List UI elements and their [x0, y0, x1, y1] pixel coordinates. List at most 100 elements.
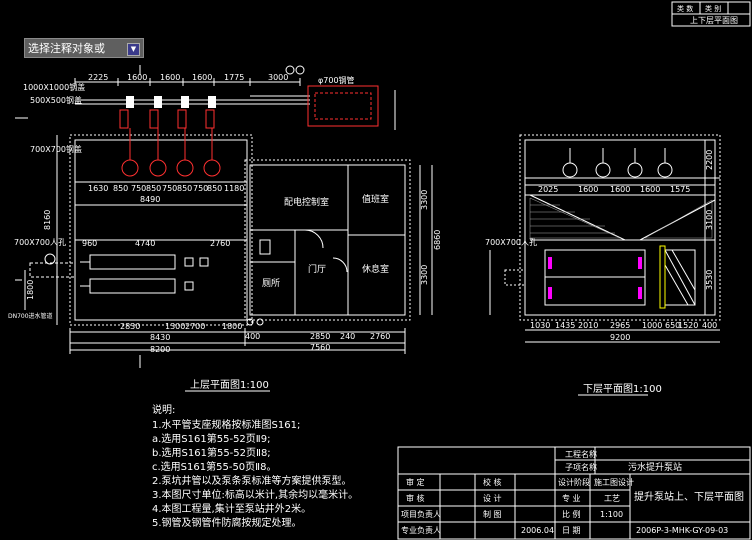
dim-mid-8: 850	[207, 184, 222, 193]
lower-dim-bot-4: 2965	[610, 321, 630, 330]
dim-bot-1300: 1300	[165, 322, 185, 331]
dim-top-4: 1600	[192, 73, 212, 82]
tb-project-label: 工程名称	[565, 449, 597, 459]
lower-dim-bot-7: 1520	[678, 321, 698, 330]
tb-r4c1: 专业负责人	[401, 525, 441, 535]
dim-mid-5: 750	[162, 184, 177, 193]
title-block-grid	[397, 446, 751, 540]
note-line-6: 3.本图尺寸单位:标高以米计,其余均以毫米计。	[152, 488, 358, 501]
dim-8490: 8490	[140, 195, 160, 204]
top-stamp	[671, 1, 751, 27]
stamp-cell-2: 类 别	[705, 4, 721, 13]
label-700x700-cover: 700X700钢盖	[30, 144, 82, 154]
stamp-cell-3: 上下层平面图	[690, 16, 738, 25]
note-line-8: 5.钢管及钢管件防腐按规定处理。	[152, 516, 302, 529]
lower-dim-total: 9200	[610, 333, 630, 342]
dim-left-4740: 4740	[135, 239, 155, 248]
lower-yellow-accents	[659, 245, 666, 309]
label-1000x1000: 1000X1000钢盖	[23, 82, 85, 92]
tb-r3c3: 比 例	[562, 509, 581, 519]
label-inlet-pipe: DN700进水管道	[8, 312, 53, 320]
tb-r3c1: 项目负责人	[401, 509, 441, 519]
upper-pump-set	[119, 109, 221, 177]
notes-heading: 说明:	[152, 403, 175, 416]
lower-dim-top-4: 1600	[640, 185, 660, 194]
dim-mid-1: 1630	[88, 184, 108, 193]
note-line-7: 4.本图工程量,集计至泵站井外2米。	[152, 502, 311, 515]
dim-bot-2830: 2830	[120, 322, 140, 331]
dim-bot-2760: 2760	[370, 332, 390, 341]
room-toilet: 厕所	[262, 278, 280, 289]
note-line-5: 2.泵坑井管以及泵条泵标准等方案提供泵型。	[152, 474, 352, 487]
label-500x500: 500X500钢盖	[30, 95, 82, 105]
dropdown-arrow-icon[interactable]: ▼	[127, 43, 140, 56]
lower-label-700: 700X700人孔	[485, 238, 537, 247]
tb-drawing-no: 2006P-3-MHK-GY-09-03	[636, 526, 728, 535]
upper-valves	[126, 65, 305, 326]
label-steel-pipe: φ700钢管	[318, 75, 355, 85]
dim-top-3: 1600	[160, 73, 180, 82]
label-700x700-manhole: 700X700人孔	[14, 238, 66, 247]
tb-subproject-label: 子项名称	[565, 462, 597, 472]
stamp-cell-1: 类 数	[677, 4, 693, 13]
room-control: 配电控制室	[284, 196, 329, 208]
tb-drawing-title: 提升泵站上、下层平面图	[634, 490, 744, 503]
dim-left-2760: 2760	[210, 239, 230, 248]
dim-bot-1800: 1800	[222, 322, 242, 331]
dim-top-5: 1775	[224, 73, 244, 82]
lower-dim-right-2: 3530	[705, 270, 714, 290]
lower-dim-right-3: 2200	[705, 150, 714, 170]
dim-mid-6: 850	[177, 184, 192, 193]
note-line-4: c.选用S161第55-50页Ⅱ8。	[152, 460, 276, 473]
room-lobby: 门厅	[308, 263, 326, 275]
dim-mid-4: 850	[146, 184, 161, 193]
dim-top-6: 3000	[268, 73, 288, 82]
tb-r2c4: 工艺	[604, 494, 620, 503]
lower-dim-top-3: 1600	[610, 185, 630, 194]
tb-r1c3: 设计阶段	[558, 477, 590, 487]
tb-r2c1: 审 核	[406, 493, 425, 503]
annotation-prompt[interactable]: 选择注释对象或 ▼	[24, 38, 144, 58]
dim-left-8160: 8160	[43, 210, 52, 230]
lower-dim-bot-3: 2010	[578, 321, 598, 330]
dim-right-3300a: 3300	[420, 190, 429, 210]
lower-brick-fill	[529, 197, 713, 239]
room-duty: 值班室	[362, 193, 389, 205]
dim-mid-2: 850	[113, 184, 128, 193]
dim-mid-9: 1180	[224, 184, 244, 193]
dim-left-1800: 1800	[26, 280, 35, 300]
lower-plan-geometry	[489, 134, 721, 343]
lower-pumps	[562, 148, 673, 178]
dim-bot-7560: 7560	[310, 343, 330, 352]
note-line-2: a.选用S161第55-52页Ⅱ9;	[152, 432, 270, 445]
dim-left-960: 960	[82, 239, 97, 248]
lower-dim-top-1: 2025	[538, 185, 558, 194]
tb-r1c4: 施工图设计	[594, 477, 634, 487]
annotation-prompt-text: 选择注释对象或	[28, 42, 105, 55]
dim-right-3300b: 3300	[420, 265, 429, 285]
dim-bot-240: 240	[340, 332, 355, 341]
dim-top-1: 2225	[88, 73, 108, 82]
dim-top-2: 1600	[127, 73, 147, 82]
lower-plan-title: 下层平面图1:100	[583, 383, 662, 395]
tb-r3c2: 制 图	[483, 509, 502, 519]
lower-dim-right-1: 3100	[705, 210, 714, 230]
dim-mid-3: 750	[131, 184, 146, 193]
lower-magenta-guides	[548, 257, 642, 299]
lower-dim-bot-1: 1030	[530, 321, 550, 330]
dim-bot-400: 400	[245, 332, 260, 341]
tb-subproject: 污水提升泵站	[628, 461, 682, 473]
dim-mid-7: 750	[193, 184, 208, 193]
dim-bot-8200: 8200	[150, 345, 170, 354]
dim-bot-2700: 2700	[185, 322, 205, 331]
tb-date: 2006.04	[521, 526, 554, 535]
tb-date-label: 日 期	[562, 526, 581, 535]
upper-plan-title: 上层平面图1:100	[190, 379, 269, 391]
upper-plan-geometry	[15, 65, 433, 368]
lower-dim-bot-6: 650	[665, 321, 680, 330]
dim-bot-8430: 8430	[150, 333, 170, 342]
tb-r2c3: 专 业	[562, 493, 581, 503]
dim-bot-2850: 2850	[310, 332, 330, 341]
tb-r2c2: 设 计	[483, 493, 502, 503]
